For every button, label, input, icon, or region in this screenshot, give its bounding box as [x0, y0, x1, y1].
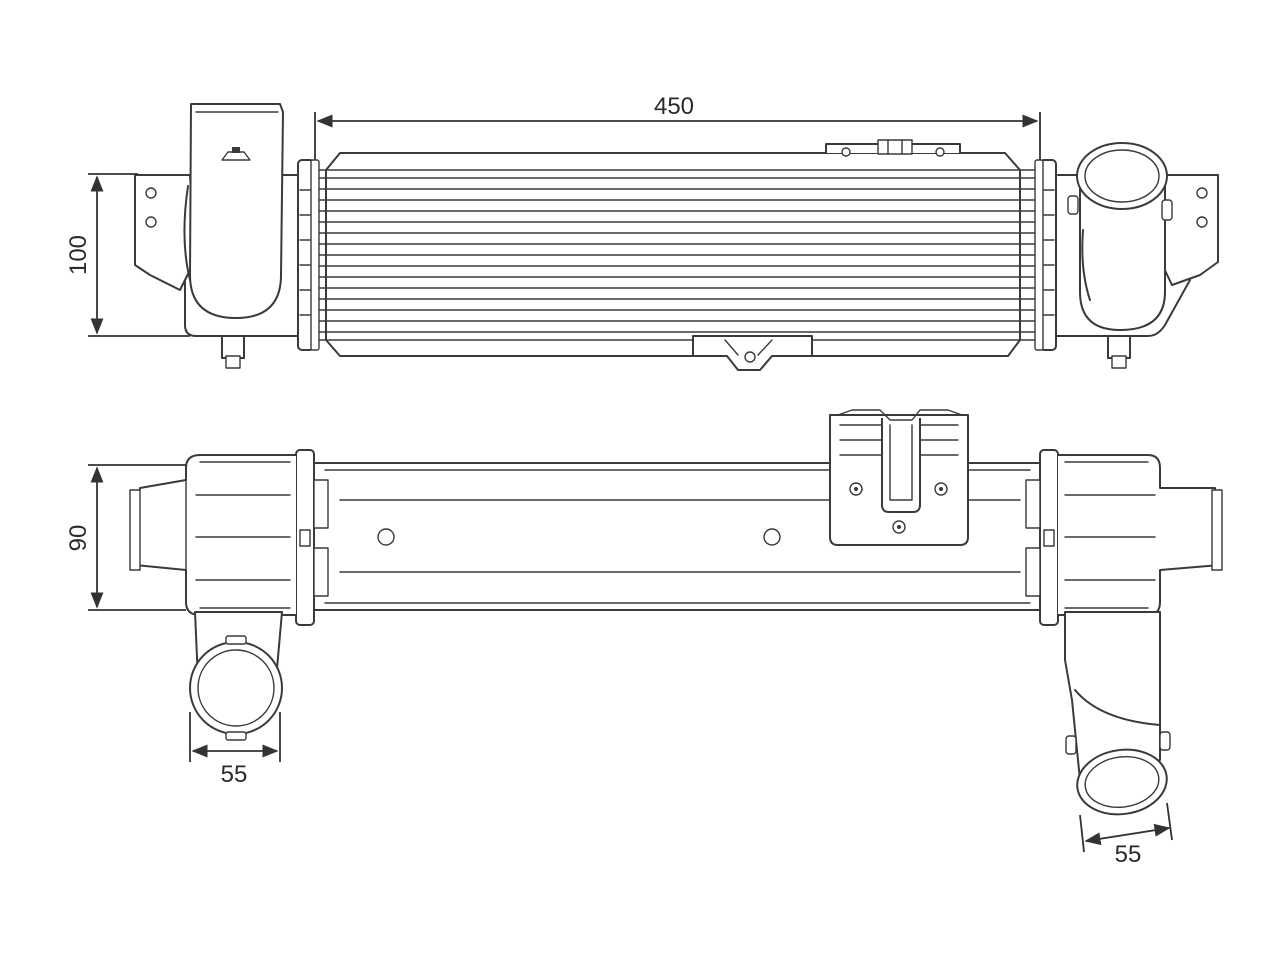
center-bracket — [829, 409, 969, 546]
top-mounting-bracket — [825, 139, 961, 157]
dimension-height-bottom: 90 — [65, 464, 186, 611]
right-inlet-pipe — [1067, 142, 1173, 331]
left-end-plate-side — [295, 449, 329, 626]
mount-hole-right — [763, 528, 781, 546]
right-end-plate — [1034, 159, 1057, 351]
bottom-mounting-bracket — [692, 335, 846, 371]
dimension-pipe-left: 55 — [189, 712, 281, 788]
dimension-height-top: 100 — [65, 173, 190, 337]
dimension-height-bottom-label: 90 — [65, 525, 92, 552]
dimension-height-top-label: 100 — [65, 235, 92, 275]
dimension-width: 450 — [314, 93, 1041, 160]
right-end-plate-side — [1025, 449, 1059, 626]
dimension-pipe-right-label: 55 — [1115, 841, 1142, 868]
left-pipe-side — [189, 611, 283, 741]
right-pipe-side — [1064, 611, 1171, 816]
dimension-width-label: 450 — [654, 93, 694, 120]
right-frame-side — [1058, 454, 1223, 616]
left-outlet-pipe — [183, 103, 284, 319]
left-frame-side — [129, 454, 296, 616]
core-fins — [314, 169, 1041, 341]
dimension-pipe-left-label: 55 — [221, 761, 248, 788]
left-end-plate — [297, 159, 320, 351]
mount-hole-left — [377, 528, 395, 546]
right-foot — [1107, 335, 1131, 369]
bottom-view — [129, 409, 1223, 816]
top-view — [134, 103, 1219, 371]
left-foot — [221, 335, 245, 369]
dimension-pipe-right: 55 — [1079, 802, 1173, 868]
